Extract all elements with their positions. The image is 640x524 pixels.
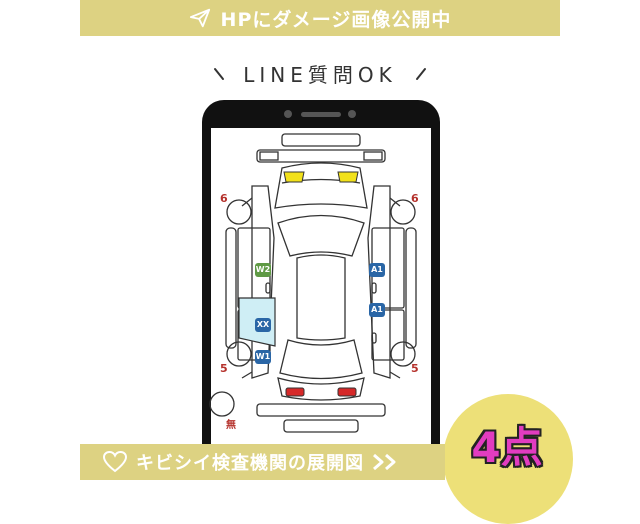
taillight-left <box>285 387 305 397</box>
headlight-right <box>337 171 359 183</box>
heart-outline-icon <box>102 450 128 473</box>
badge-a1-lower: A1 <box>369 303 385 317</box>
send-icon <box>189 8 210 28</box>
badge-a1-upper: A1 <box>369 263 385 277</box>
badge-xx: XX <box>255 318 271 332</box>
number-front-right: 6 <box>411 192 419 205</box>
number-rear-left: 5 <box>220 362 228 375</box>
subtitle: LINE質問OK <box>0 58 640 88</box>
phone-camera-left <box>284 110 292 118</box>
headlight-left <box>283 171 305 183</box>
bottom-banner: キビシイ検査機関の展開図 <box>80 444 445 480</box>
badge-w1: W1 <box>255 350 271 364</box>
car-damage-diagram <box>209 133 417 433</box>
right-accent-icon <box>415 68 426 80</box>
number-rear-right: 5 <box>411 362 419 375</box>
taillight-right <box>337 387 357 397</box>
bottom-banner-text: キビシイ検査機関の展開図 <box>136 453 364 474</box>
subtitle-text: LINE質問OK <box>243 62 397 87</box>
count-badge: 4点 <box>471 423 543 472</box>
phone-speaker <box>301 112 341 117</box>
spare-label: 無 <box>226 420 236 431</box>
top-banner: HPにダメージ画像公開中 <box>80 0 560 36</box>
top-banner-text: HPにダメージ画像公開中 <box>220 8 452 31</box>
double-chevron-right-icon <box>373 453 396 471</box>
badge-w2: W2 <box>255 263 271 277</box>
left-accent-icon <box>214 68 225 80</box>
number-front-left: 6 <box>220 192 228 205</box>
phone-camera-right <box>348 110 356 118</box>
